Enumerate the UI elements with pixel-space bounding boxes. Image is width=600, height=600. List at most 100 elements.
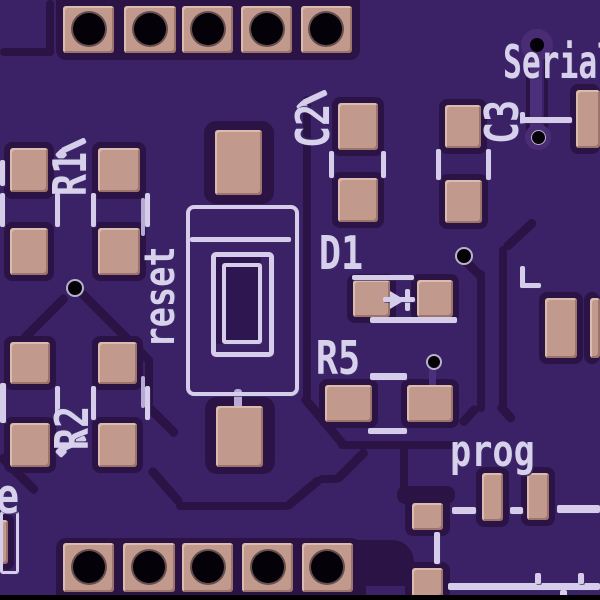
prog-line <box>510 507 523 514</box>
reset-outline <box>186 205 299 396</box>
clearance-v-reset <box>303 96 311 400</box>
smd-pad-r2d <box>98 423 137 467</box>
silkscreen-label-c3: C3 <box>475 99 529 145</box>
drill-hole <box>251 13 283 45</box>
drill-hole <box>192 551 224 583</box>
silkscreen-label-d1: D1 <box>318 226 364 280</box>
via <box>531 130 546 145</box>
smd-pad-r2b <box>98 342 137 384</box>
via <box>66 279 84 297</box>
clearance-diag <box>501 217 539 252</box>
clearance-v <box>400 445 408 491</box>
prog-line <box>557 505 600 513</box>
smd-pad-r1a <box>10 148 48 192</box>
d1-outline <box>370 317 457 323</box>
smd-pad-small1 <box>412 503 443 530</box>
smd-pad-prog1 <box>482 473 503 521</box>
clearance-diag <box>146 465 185 507</box>
smd-pad-c2b <box>338 178 378 222</box>
reset-pad-bottom <box>216 406 263 467</box>
bottom-strip-ext <box>352 540 414 586</box>
r5-outline <box>370 373 407 380</box>
silkscreen-line <box>145 386 150 420</box>
button-shade <box>214 255 261 344</box>
drill-hole <box>310 13 342 45</box>
reset-inner-line <box>190 237 291 242</box>
silk-tick <box>141 376 145 408</box>
d1-outline <box>352 275 414 280</box>
silkscreen-line <box>436 149 441 180</box>
board-edge-bottom <box>0 595 600 600</box>
smd-pad-c3 <box>576 90 600 148</box>
smd-pad-r1b <box>98 148 140 192</box>
smd-pad-r2a <box>10 342 50 384</box>
smd-pad-small2 <box>412 568 443 597</box>
tick <box>535 573 541 584</box>
drill-hole <box>134 13 166 45</box>
bottom-outline <box>448 583 600 590</box>
label-sliver <box>0 160 5 186</box>
via <box>455 247 473 265</box>
clearance-corner-h <box>0 48 54 56</box>
reset-pad-link <box>234 389 242 408</box>
silkscreen-line <box>0 193 5 227</box>
serial-trace-edge <box>526 52 530 132</box>
serial-trace-edge <box>544 52 548 132</box>
via <box>530 38 544 52</box>
drill-hole <box>73 551 105 583</box>
silkscreen-line <box>91 193 96 227</box>
via <box>426 354 442 370</box>
copper-trace <box>429 365 436 389</box>
silkscreen-line <box>486 149 491 180</box>
copper-trace <box>530 54 542 130</box>
clearance-v <box>477 270 485 412</box>
silk-tick <box>141 198 145 236</box>
silkscreen-line <box>381 151 386 178</box>
clearance-h <box>338 441 458 449</box>
silkscreen-line <box>329 151 334 178</box>
clearance-h <box>318 475 340 483</box>
drill-hole <box>252 551 284 583</box>
button-inner <box>222 263 262 344</box>
c3-pointer <box>520 117 572 123</box>
clearance-corner-v <box>46 0 54 56</box>
silkscreen-label-reset: reset <box>135 246 184 348</box>
silkscreen-line <box>91 386 96 420</box>
l-mark <box>520 283 541 288</box>
smd-pad-d1b <box>417 280 453 317</box>
smd-pad-c2a <box>338 103 378 150</box>
drill-hole <box>133 551 165 583</box>
clearance-h <box>176 502 290 510</box>
drill-hole <box>73 13 105 45</box>
smd-pad-r5b <box>407 385 453 422</box>
clearance-v <box>145 356 153 406</box>
clearance-diag <box>332 446 370 484</box>
smd-pad-r5a <box>325 385 372 422</box>
tick <box>578 573 584 584</box>
clearance-v <box>499 246 507 410</box>
silkscreen-line <box>55 193 60 227</box>
edge-comp-outline <box>0 511 19 574</box>
drill-hole <box>192 13 224 45</box>
smd-pad-prog2 <box>527 473 549 520</box>
clearance-diag <box>457 403 481 428</box>
reset-pad-top <box>215 130 262 195</box>
smd-pad-edge <box>0 520 8 564</box>
smd-pad-right2 <box>590 298 600 358</box>
silkscreen-label-serial: Serial <box>503 35 600 89</box>
label-sliver <box>0 383 6 423</box>
drill-hole <box>311 551 343 583</box>
tick <box>560 590 567 598</box>
silkscreen-line <box>434 532 440 564</box>
l-mark <box>520 266 525 288</box>
smd-pad-r1d <box>98 228 140 275</box>
smd-pad-r1c <box>10 228 48 275</box>
silkscreen-label-e: e <box>0 473 19 521</box>
silkscreen-label-r1: R1 <box>43 151 97 197</box>
smd-pad-r2c <box>10 423 50 467</box>
silkscreen-label-r5: R5 <box>315 331 361 385</box>
silkscreen-line <box>145 193 150 227</box>
smd-pad-right1 <box>545 298 577 358</box>
diode-triangle <box>390 291 405 309</box>
